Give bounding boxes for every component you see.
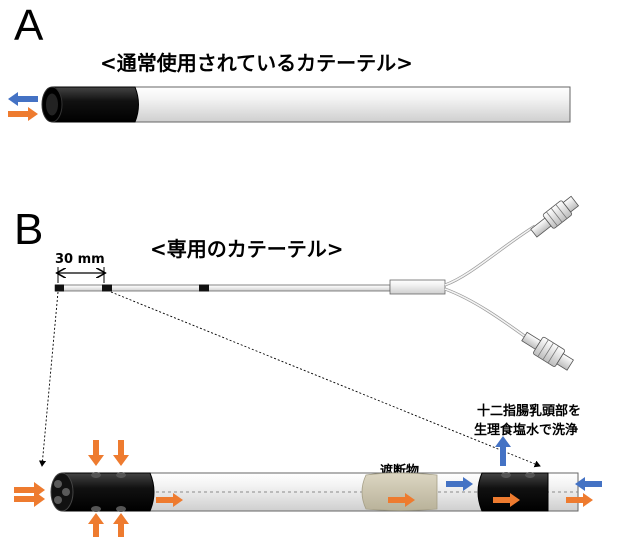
panel-a-letter: A [14, 1, 44, 50]
flush-label-line1: 十二指腸乳頭部を [477, 404, 582, 419]
dedicated-catheter-overview [54, 224, 536, 342]
luer-connector-icon [521, 331, 574, 371]
inflow-arrow-icon [156, 493, 183, 507]
standard-catheter [41, 86, 571, 123]
arrow-up-icon [88, 513, 104, 537]
outflow-arrow-icon [446, 477, 473, 491]
outflow-arrow-icon [575, 477, 602, 491]
panel-b-title: <専用のカテーテル> [150, 237, 344, 261]
flush-label-line2: 生理食塩水で洗浄 [474, 423, 579, 438]
hub [389, 279, 446, 295]
panel-b-letter: B [14, 205, 44, 254]
marker-band [102, 284, 112, 292]
panel-a-outflow-arrow-icon [8, 92, 38, 106]
luer-connector-icon [530, 195, 580, 238]
arrow-down-icon [113, 440, 129, 466]
inflow-arrow-icon [388, 493, 415, 507]
marker-band [55, 284, 64, 292]
marker-band [199, 284, 209, 292]
inflow-arrow-icon [566, 493, 593, 507]
dedicated-catheter-detail [50, 472, 579, 512]
scale-bar [58, 267, 104, 283]
inflow-arrow-icon [493, 493, 520, 507]
occluder [361, 472, 438, 511]
inflow-arrow-icon [14, 491, 45, 507]
arrow-down-icon [88, 440, 104, 466]
arrow-up-icon [113, 513, 129, 537]
scale-label: 30 mm [55, 252, 105, 267]
inflow-arrow-icon [14, 482, 45, 498]
outflow-arrow-icon [495, 436, 511, 466]
panel-a-inflow-arrow-icon [8, 107, 38, 121]
zoom-leader-lines [38, 291, 541, 468]
panel-a-title: <通常使用されているカテーテル> [100, 51, 413, 75]
